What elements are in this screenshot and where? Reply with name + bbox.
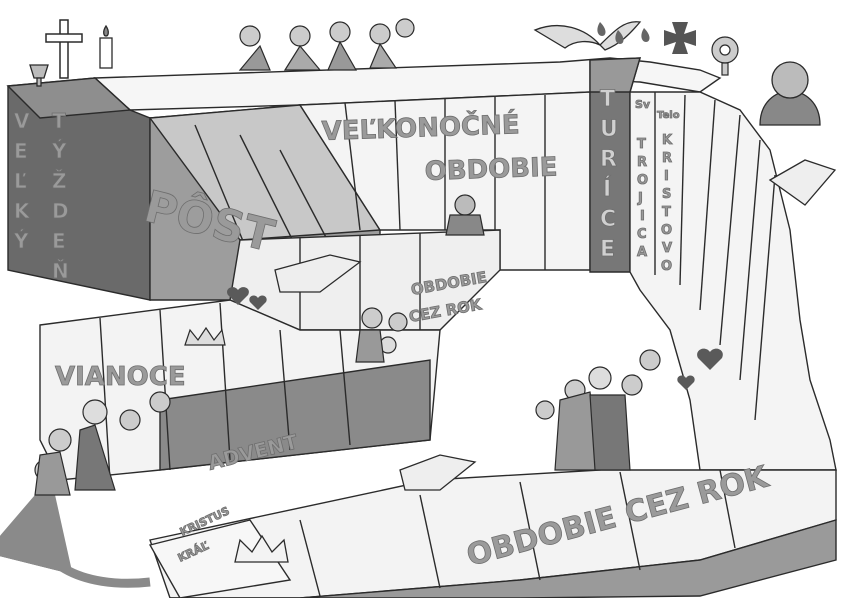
tyzden-letter: E — [52, 229, 66, 253]
kristovo-letter: I — [664, 169, 669, 184]
kristovo-letter: O — [661, 259, 672, 274]
turice-letter: U — [600, 117, 618, 142]
kristovo-letter: R — [662, 151, 672, 166]
trojica-letter: I — [640, 209, 645, 224]
velky-letter: E — [14, 139, 28, 163]
telo-label: Telo — [657, 110, 680, 121]
turice-letter: R — [600, 147, 617, 172]
monstrance-icon — [712, 37, 738, 75]
trojica-letter: O — [637, 173, 648, 188]
vianoce-label: VIANOCE — [55, 362, 186, 392]
turice-letter: E — [600, 237, 615, 262]
kristovo-letter: K — [662, 133, 673, 148]
kristovo-letter: S — [662, 187, 671, 202]
people-group-icon — [536, 350, 660, 470]
right-curve-wall — [630, 92, 836, 470]
turice-letter: C — [600, 207, 616, 232]
tyzden-letter: D — [52, 199, 69, 223]
trojica-letter: J — [637, 191, 643, 206]
cycle-arrow-icon — [39, 520, 150, 583]
trojica-letter: A — [637, 245, 647, 260]
tyzden-letter: Ž — [52, 169, 67, 193]
trojica-letter: R — [637, 155, 647, 170]
tyzden-letter: T — [52, 109, 66, 133]
velky-letter: Ľ — [14, 169, 27, 193]
kristovo-letter: O — [661, 223, 672, 238]
dove-icon — [535, 22, 640, 50]
trojica-letter: C — [637, 227, 647, 242]
velky-letter: V — [14, 109, 30, 133]
candle-icon — [100, 26, 112, 68]
velkonocne-label-line2: OBDOBIE — [424, 152, 558, 187]
turice-letter: T — [600, 87, 615, 112]
people-group-icon — [240, 19, 414, 70]
maltese-cross-icon — [664, 22, 696, 54]
turice-letter: Í — [603, 176, 611, 202]
trojica-letter: T — [637, 137, 646, 152]
velky-letter: Ý — [13, 229, 29, 253]
kristovo-letter: V — [662, 241, 672, 256]
sv-label: Sv — [635, 98, 651, 111]
cross-icon — [46, 20, 82, 78]
velky-letter: K — [14, 199, 31, 223]
kristovo-letter: T — [662, 205, 671, 220]
jesus-figure-icon — [760, 62, 820, 125]
tyzden-letter: Ý — [51, 139, 67, 163]
tyzden-letter: Ň — [52, 259, 69, 283]
